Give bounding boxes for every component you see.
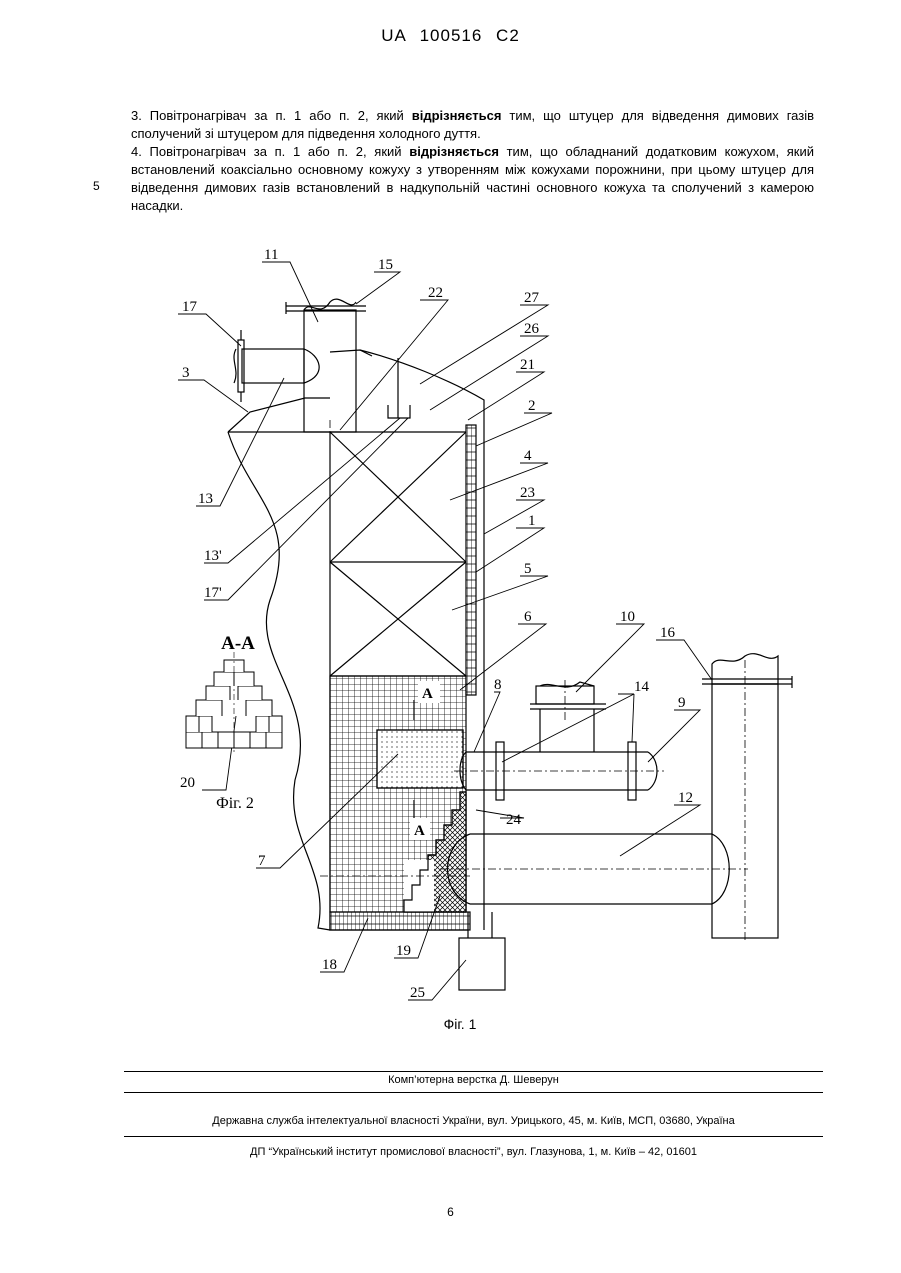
section-marker-upper: А: [422, 686, 433, 702]
label-12: 12: [678, 790, 693, 806]
label-22: 22: [428, 285, 443, 301]
label-27: 27: [524, 290, 540, 306]
footer-agency: Державна служба інтелектуальної власност…: [124, 1115, 823, 1127]
footer-rule-3: [124, 1136, 823, 1137]
label-16: 16: [660, 625, 676, 641]
floor-bricks: [330, 912, 470, 930]
page-number: 6: [0, 1205, 901, 1219]
figure-1-caption: Фіг. 1: [430, 1016, 490, 1032]
label-23: 23: [520, 485, 535, 501]
label-21: 21: [520, 357, 535, 373]
label-13-prime: 13': [204, 548, 222, 564]
figure-2-title: А-А: [208, 633, 268, 655]
label-1: 1: [528, 513, 536, 529]
label-17: 17: [182, 299, 198, 315]
label-19: 19: [396, 943, 411, 959]
label-13: 13: [198, 491, 213, 507]
label-2: 2: [528, 398, 536, 414]
label-25: 25: [410, 985, 425, 1001]
figure-2-caption: Фіг. 2: [200, 795, 270, 813]
label-8: 8: [494, 677, 502, 693]
label-7: 7: [258, 853, 266, 869]
label-14: 14: [634, 679, 650, 695]
footer-rule-1: [124, 1071, 823, 1072]
label-18: 18: [322, 957, 337, 973]
label-15: 15: [378, 257, 393, 273]
label-11: 11: [264, 247, 278, 263]
label-17-prime: 17': [204, 585, 222, 601]
label-4: 4: [524, 448, 532, 464]
label-20: 20: [180, 775, 195, 791]
label-26: 26: [524, 321, 540, 337]
lining-wall: [466, 425, 476, 695]
label-6: 6: [524, 609, 532, 625]
label-5: 5: [524, 561, 532, 577]
section-marker-lower: А: [414, 823, 425, 839]
label-9: 9: [678, 695, 686, 711]
footer-rule-2: [124, 1092, 823, 1093]
footer-layout-credit: Комп’ютерна верстка Д. Шеверун: [124, 1074, 823, 1086]
label-3: 3: [182, 365, 190, 381]
label-10: 10: [620, 609, 635, 625]
footer-institute: ДП “Український інститут промислової вла…: [124, 1146, 823, 1158]
label-24: 24: [506, 812, 522, 828]
